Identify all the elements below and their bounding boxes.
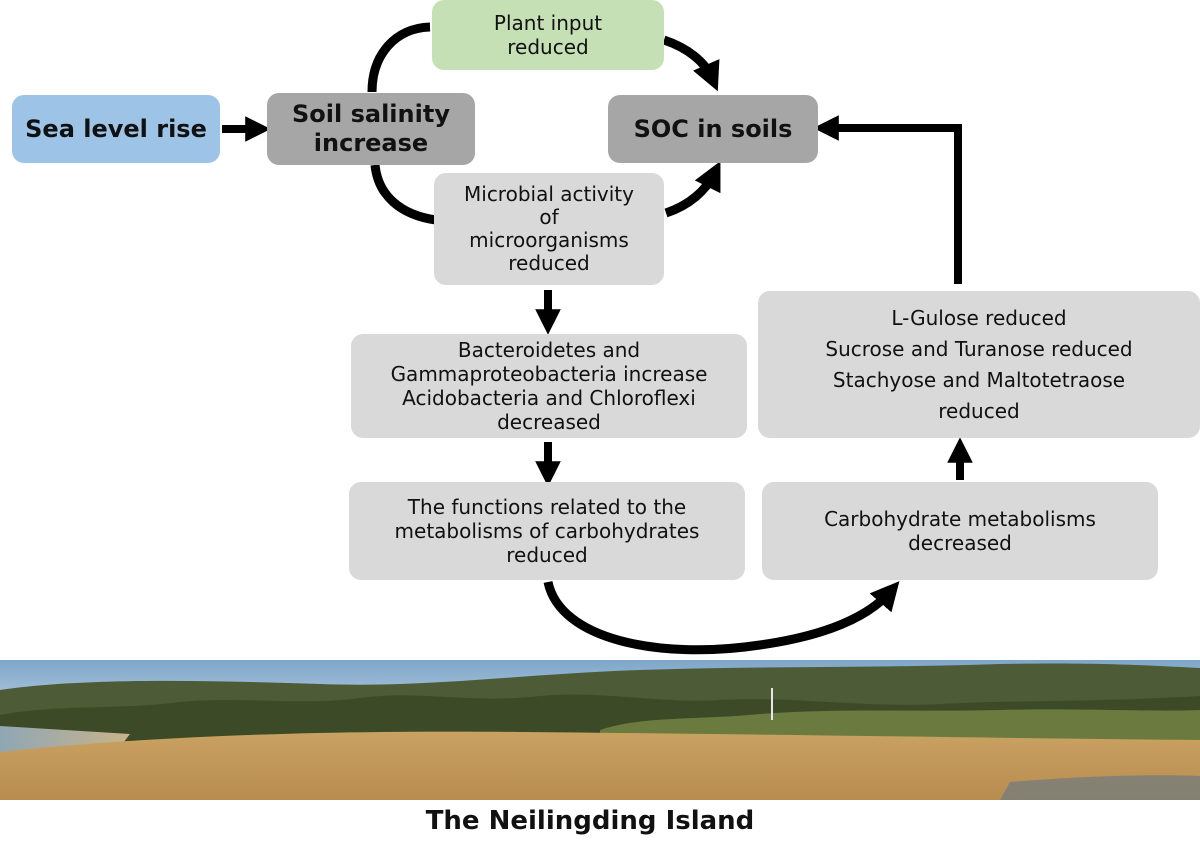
arrow-plant-to-soc	[662, 35, 720, 92]
arrow-sugars-to-soc	[813, 115, 962, 284]
arrow-salinity-to-microbial	[370, 164, 437, 225]
island-beach-photo	[0, 660, 1200, 800]
node-sea-level-rise: Sea level rise	[12, 95, 220, 163]
shoreline-rocks	[1000, 775, 1200, 800]
arrow-microbial-to-soc	[664, 161, 721, 218]
node-soil-salinity: Soil salinity increase	[267, 93, 475, 165]
node-microbial-activity: Microbial activity of microorganisms red…	[434, 173, 664, 285]
arrow-functions-to-carb	[543, 580, 900, 655]
node-sugars-reduced: L-Gulose reduced Sucrose and Turanose re…	[758, 291, 1200, 438]
caption-neilingding-island: The Neilingding Island	[425, 806, 755, 836]
arrow-salinity-to-plant	[367, 22, 431, 93]
node-plant-input: Plant input reduced	[432, 0, 664, 70]
beach	[0, 731, 1200, 800]
node-soc-in-soils: SOC in soils	[608, 95, 818, 163]
node-carbohydrate-functions: The functions related to the metabolisms…	[349, 482, 745, 580]
node-carbohydrate-metabolisms: Carbohydrate metabolisms decreased	[762, 482, 1158, 580]
arrows-layer	[222, 22, 973, 655]
node-bacteria-changes: Bacteroidetes and Gammaproteobacteria in…	[351, 334, 747, 438]
